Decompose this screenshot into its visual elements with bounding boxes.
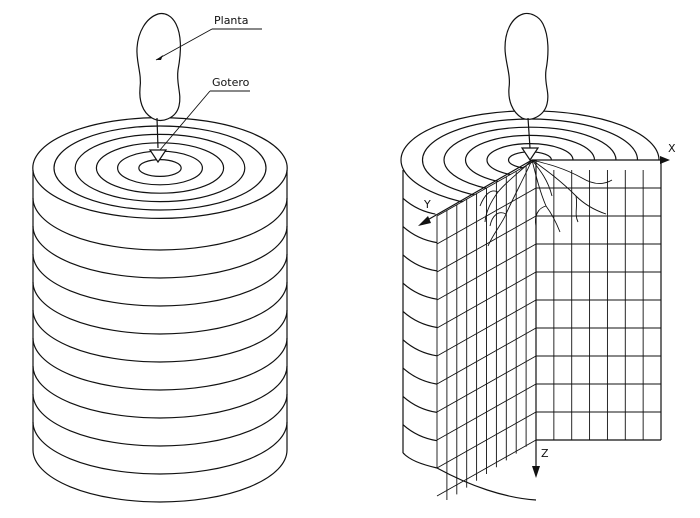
plant-leader-line	[155, 28, 213, 61]
outer-band	[403, 170, 437, 187]
layer-band	[32, 309, 288, 363]
layer-band	[32, 253, 288, 307]
plant-icon	[136, 12, 181, 121]
yz-grid-horizontal	[436, 271, 537, 329]
right-cylinder	[400, 110, 662, 501]
z-axis-arrow	[532, 466, 540, 478]
layer-band	[32, 393, 288, 447]
top-ring	[32, 116, 288, 220]
layer-band	[32, 365, 288, 419]
axes: X Y Z	[418, 142, 676, 478]
outer-band	[403, 254, 437, 272]
outer-band	[403, 282, 437, 300]
outer-band	[403, 339, 437, 357]
yz-bottom-edge	[436, 467, 537, 501]
layer-band	[32, 197, 288, 251]
yz-grid-horizontal	[436, 355, 537, 413]
yz-grid-horizontal	[436, 411, 537, 469]
outer-band	[403, 311, 437, 329]
y-axis-label: Y	[423, 198, 431, 211]
plant-leader-arrowhead	[156, 55, 163, 60]
yz-grid-horizontal	[436, 215, 537, 273]
wetting-bulb-rings	[32, 116, 288, 220]
plant-stem	[156, 117, 159, 149]
layer-band	[32, 337, 288, 391]
x-axis-arrow	[660, 156, 670, 164]
x-axis-label: X	[668, 142, 676, 155]
yz-grid-horizontal	[436, 159, 537, 217]
layer-band	[32, 421, 288, 475]
top-ring	[53, 125, 267, 211]
outer-band	[403, 226, 437, 244]
yz-grid-horizontal	[436, 327, 537, 385]
outer-layer-bands	[403, 170, 437, 466]
cylinder-bottom-edge	[32, 449, 288, 503]
dripper-label: Gotero	[212, 76, 250, 89]
dripper-icon-right	[520, 147, 540, 162]
outer-bottom-edge	[402, 452, 438, 469]
top-ring	[95, 142, 225, 194]
z-axis-label: Z	[541, 447, 549, 460]
yz-grid-horizontal	[436, 243, 537, 301]
layer-band	[32, 281, 288, 335]
yz-grid-horizontal	[436, 439, 537, 497]
dripper-icon	[148, 149, 168, 164]
top-ring	[138, 159, 182, 178]
outer-band	[403, 367, 437, 385]
y-axis-arrow	[418, 216, 431, 226]
top-ring	[74, 133, 246, 203]
soil-layer-bands	[32, 197, 288, 475]
yz-grid-horizontal	[436, 383, 537, 441]
plant-stem-right	[527, 117, 531, 149]
outer-band	[403, 424, 437, 442]
left-cylinder	[32, 116, 288, 503]
yz-grid-horizontal	[436, 187, 537, 245]
yz-grid-horizontal	[436, 299, 537, 357]
yz-plane-grid	[436, 159, 537, 500]
y-axis-line	[423, 159, 533, 223]
plant-label: Planta	[214, 14, 248, 27]
root-system	[479, 159, 613, 247]
xz-plane-grid	[535, 159, 662, 441]
outer-band	[403, 395, 437, 413]
outer-band	[403, 197, 437, 215]
dripper-leader-line	[159, 90, 211, 151]
layer-band	[32, 225, 288, 279]
plant-icon-right	[504, 12, 549, 120]
